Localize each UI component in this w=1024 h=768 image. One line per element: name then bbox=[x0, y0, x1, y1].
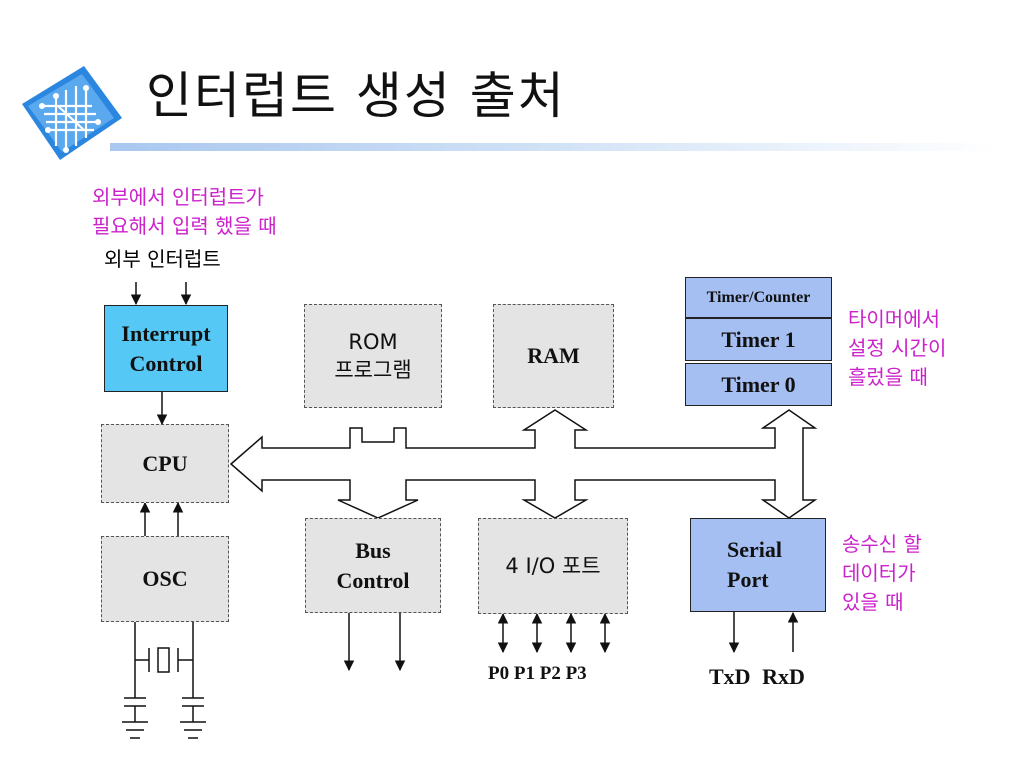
serial-pin-labels: TxD RxD bbox=[709, 664, 805, 690]
pin-label-rxd: RxD bbox=[762, 664, 805, 689]
serial-port-block: Serial Port bbox=[690, 518, 826, 612]
page-title: 인터럽트 생성 출처 bbox=[146, 67, 566, 125]
timer1-block: Timer 1 bbox=[685, 318, 832, 361]
io-port-block: 4 I/O 포트 bbox=[478, 518, 628, 614]
bus-control-block: Bus Control bbox=[305, 518, 441, 613]
port-label-p2: P2 bbox=[539, 663, 561, 684]
port-label-p1: P1 bbox=[513, 663, 535, 684]
title-underline bbox=[110, 143, 1000, 151]
circuit-chip-logo-icon bbox=[22, 66, 122, 160]
system-bus bbox=[229, 409, 818, 519]
external-interrupt-label: 외부 인터럽트 bbox=[104, 247, 221, 271]
rom-program-block: ROM 프로그램 bbox=[304, 304, 442, 408]
serial-note: 송수신 할 데이터가 있을 때 bbox=[842, 532, 922, 614]
port-label-p0: P0 bbox=[488, 663, 510, 684]
timer0-block: Timer 0 bbox=[685, 363, 832, 406]
osc-block: OSC bbox=[101, 536, 229, 622]
cpu-block: CPU bbox=[101, 424, 229, 503]
timer-counter-header: Timer/Counter bbox=[685, 277, 832, 318]
pin-label-txd: TxD bbox=[709, 664, 751, 689]
timer-note: 타이머에서 설정 시간이 흘렀을 때 bbox=[848, 307, 947, 389]
ram-block: RAM bbox=[493, 304, 614, 408]
external-interrupt-note: 외부에서 인터럽트가 필요해서 입력 했을 때 bbox=[92, 185, 277, 238]
io-port-labels: P0 P1 P2 P3 bbox=[488, 663, 587, 685]
port-label-p3: P3 bbox=[565, 663, 587, 684]
interrupt-control-block: Interrupt Control bbox=[104, 305, 228, 392]
